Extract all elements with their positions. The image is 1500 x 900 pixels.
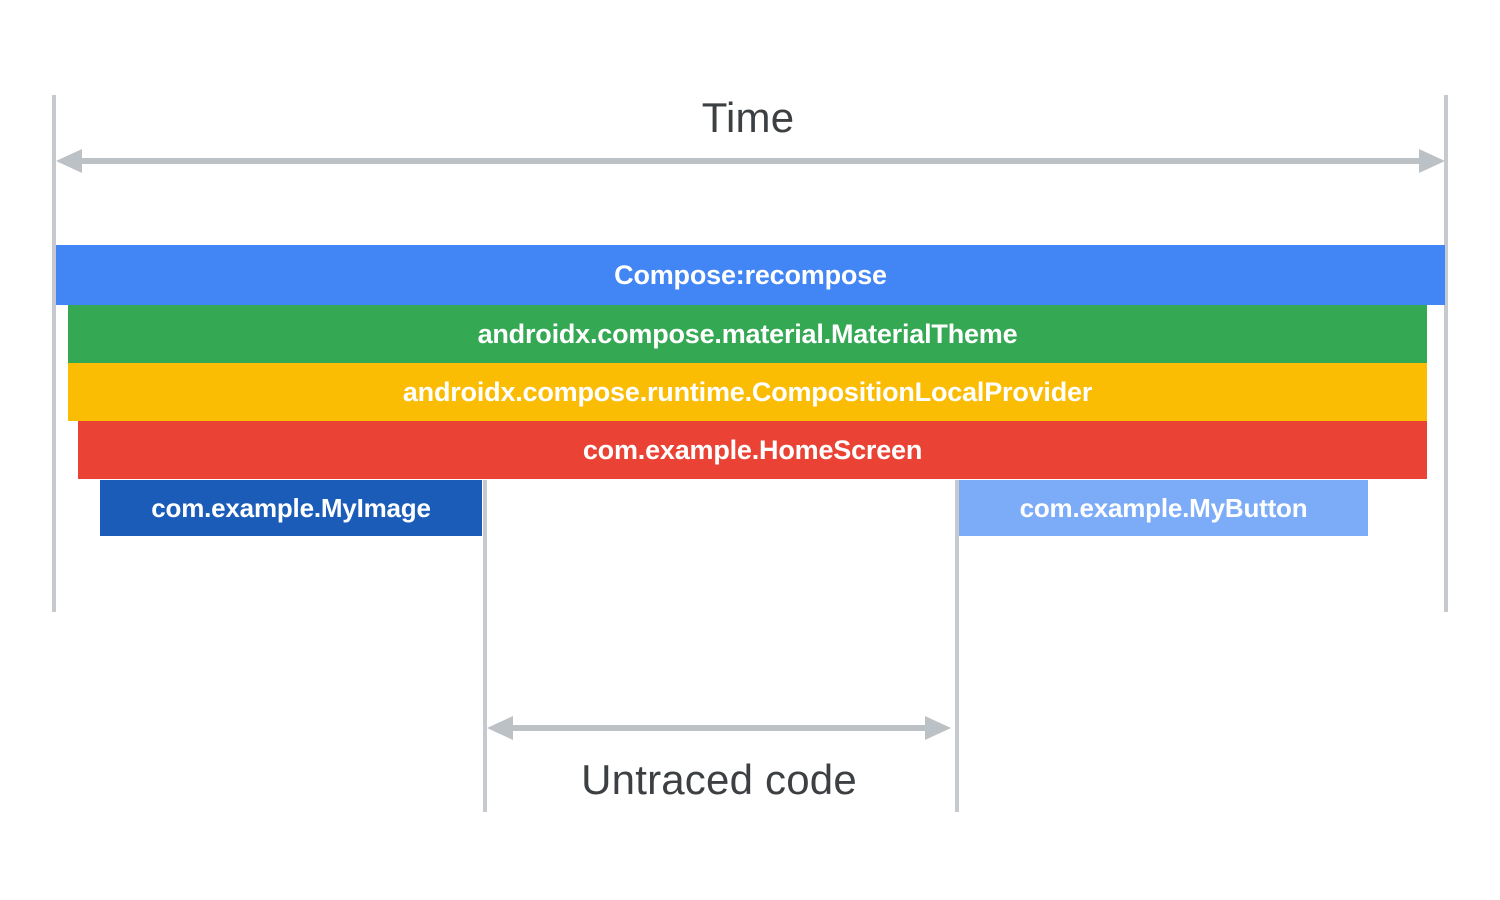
trace-bar-my-image[interactable]: com.example.MyImage (100, 480, 482, 536)
untraced-code-label: Untraced code (581, 756, 857, 803)
time-axis-title: Time (701, 94, 795, 141)
timeline-left-rule (52, 95, 56, 612)
untraced-arrow (487, 716, 951, 740)
time-arrow (56, 149, 1445, 173)
trace-bar-home-screen[interactable]: com.example.HomeScreen (78, 421, 1427, 479)
trace-bar-label: Compose:recompose (614, 259, 887, 290)
trace-bar-label: com.example.HomeScreen (582, 434, 923, 465)
trace-bar-label: com.example.MyButton (1019, 493, 1308, 523)
trace-bar-composition-local-provider[interactable]: androidx.compose.runtime.CompositionLoca… (68, 363, 1427, 421)
trace-bar-my-button[interactable]: com.example.MyButton (959, 480, 1368, 536)
trace-bar-compose-recompose[interactable]: Compose:recompose (56, 245, 1445, 305)
trace-bar-label: androidx.compose.material.MaterialTheme (477, 318, 1018, 349)
trace-bar-label: com.example.MyImage (151, 493, 431, 523)
trace-bar-material-theme[interactable]: androidx.compose.material.MaterialTheme (68, 305, 1427, 363)
trace-bar-label: androidx.compose.runtime.CompositionLoca… (402, 376, 1093, 407)
untraced-left-rule (483, 480, 487, 812)
untraced-right-rule (955, 480, 959, 812)
timeline-right-rule (1444, 95, 1448, 612)
